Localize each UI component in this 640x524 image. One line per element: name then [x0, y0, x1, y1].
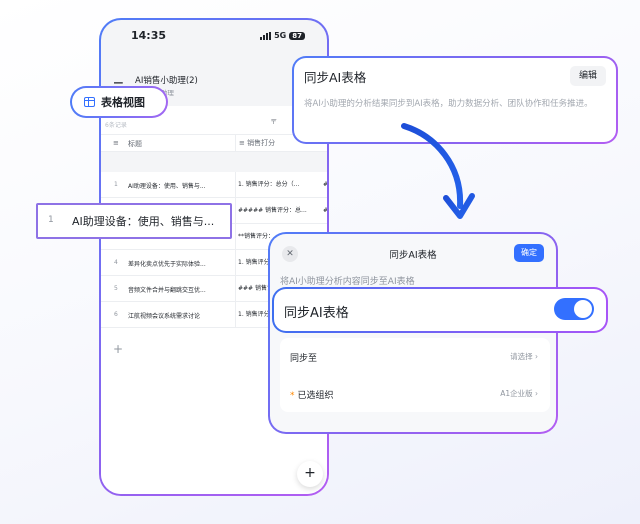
org-label: *已选组织 — [290, 391, 334, 401]
sync-card-description: 将AI小助理的分析结果同步到AI表格，助力数据分析、团队协作和任务推进。 — [304, 99, 593, 109]
confirm-button[interactable]: 确定 — [514, 244, 544, 262]
edit-button[interactable]: 编辑 — [569, 66, 606, 86]
filter-icon[interactable]: ⫧ — [271, 116, 277, 127]
sync-to-label: 同步至 — [290, 354, 318, 364]
row-number: 1 — [48, 215, 54, 225]
highlighted-row[interactable]: 1 AI助理设备：使用、销售与... — [36, 203, 232, 239]
table-row[interactable]: 6 江航视频会议系统需求讨论 1. 销售评分 — [101, 302, 327, 328]
column-header-title[interactable]: 标题 — [128, 140, 142, 148]
org-row[interactable]: *已选组织 A1企业版 › — [280, 375, 550, 412]
signal-icon — [260, 31, 272, 40]
sync-dialog: ✕ 同步AI表格 确定 将AI小助理分析内容同步至AI表格 同步至 请选择 › … — [268, 232, 558, 434]
sync-toggle-switch[interactable] — [554, 298, 594, 320]
table-row[interactable]: 4 差异化卖点优先于实际体验... 1. 销售评分 — [101, 250, 327, 276]
dialog-title: 同步AI表格 — [389, 250, 437, 261]
table-view-chip[interactable]: 表格视图 — [70, 86, 168, 118]
add-fab-button[interactable]: + — [297, 461, 323, 487]
table-grid-icon — [84, 97, 95, 107]
close-icon[interactable]: ✕ — [282, 246, 298, 262]
table-row[interactable]: 5 音频文件合并与翻跳交互优... ### 销售评分 — [101, 276, 327, 302]
flow-arrow-icon — [401, 123, 475, 219]
battery-icon: 87 — [289, 31, 305, 40]
sync-info-card: 同步AI表格 编辑 将AI小助理的分析结果同步到AI表格，助力数据分析、团队协作… — [292, 56, 618, 144]
sync-to-value: 请选择 › — [510, 352, 538, 361]
column-header-score[interactable]: ≡ 销售打分 — [235, 135, 275, 152]
status-bar: 14:35 5G 87 — [101, 20, 327, 54]
row-title: AI助理设备：使用、销售与... — [72, 215, 215, 228]
list-icon: ≡ — [113, 139, 119, 147]
sync-toggle-card: 同步AI表格 — [272, 287, 608, 333]
settings-group: 同步至 请选择 › *已选组织 A1企业版 › — [280, 338, 550, 412]
org-value: A1企业版 › — [500, 389, 538, 398]
table-row[interactable]: 1 AI助理设备：使用、销售与... 1. 销售评分：总分（... ## — [101, 172, 327, 198]
sync-toggle-label: 同步AI表格 — [284, 306, 349, 321]
row-gap — [101, 152, 327, 172]
add-row-icon[interactable]: + — [113, 342, 124, 356]
sync-to-row[interactable]: 同步至 请选择 › — [280, 338, 550, 375]
dialog-subtitle: 将AI小助理分析内容同步至AI表格 — [280, 277, 415, 287]
table-view-label: 表格视图 — [101, 96, 145, 109]
network-label: 5G — [274, 31, 287, 40]
toggle-knob — [574, 300, 592, 318]
record-count: 6条记录 — [105, 122, 127, 129]
app-title: AI销售小助理(2) — [135, 76, 198, 86]
status-indicators: 5G 87 — [260, 31, 305, 40]
sync-card-title: 同步AI表格 — [304, 70, 367, 85]
status-time: 14:35 — [131, 29, 167, 42]
table-header: ≡ 标题 ≡ 销售打分 — [101, 134, 327, 152]
